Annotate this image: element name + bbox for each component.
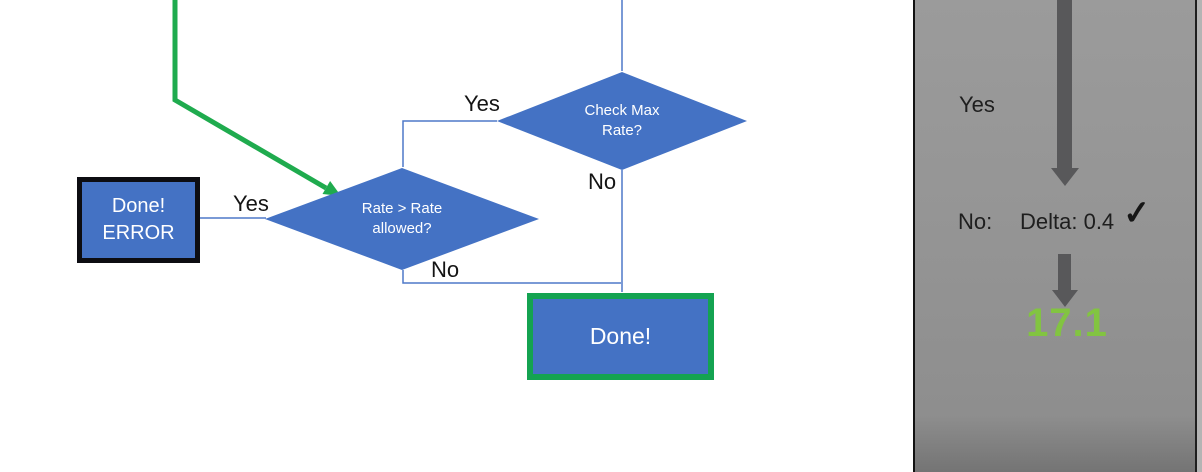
label-check-max-yes: Yes [464, 91, 500, 116]
result-value: 17.1 [1026, 301, 1108, 345]
done-error-line: Done! [111, 195, 166, 217]
panel-right-border [1195, 0, 1197, 472]
done-box: Done! [527, 293, 714, 380]
done-error-line: ERROR [102, 222, 175, 244]
label-rate-allowed-no: No [431, 257, 460, 282]
status-side-panel: Yes No: Delta: 0.4 ✓ 17.1 [913, 0, 1202, 472]
green-success-connector [172, 0, 328, 191]
green-arrowhead-icon [322, 181, 341, 196]
panel-yes-label: Yes [959, 92, 995, 117]
label-rate-allowed-yes: Yes [233, 191, 269, 216]
decision-text-line: Rate? [601, 122, 643, 139]
done-error-box: Done! ERROR [77, 177, 200, 263]
decision-text-line: Check Max [584, 101, 660, 119]
connector-rate-no [402, 270, 621, 284]
done-label: Done! [589, 323, 652, 349]
panel-delta-value: Delta: 0.4 [1020, 209, 1115, 234]
down-arrow-head-icon [1052, 290, 1078, 307]
check-icon: ✓ [1121, 193, 1152, 232]
connector-check-max-yes [402, 120, 497, 167]
panel-right-edge-strip [1197, 0, 1202, 472]
label-check-max-no: No [588, 169, 617, 194]
down-arrow-head-icon [1051, 168, 1079, 186]
down-arrow-icon [1057, 0, 1072, 168]
flow-connector-lines [172, 0, 623, 292]
decision-text-line: Rate > Rate [361, 199, 443, 217]
panel-no-label: No: [958, 209, 993, 234]
decision-text-line: allowed? [372, 220, 432, 237]
down-arrow-icon [1058, 254, 1071, 290]
